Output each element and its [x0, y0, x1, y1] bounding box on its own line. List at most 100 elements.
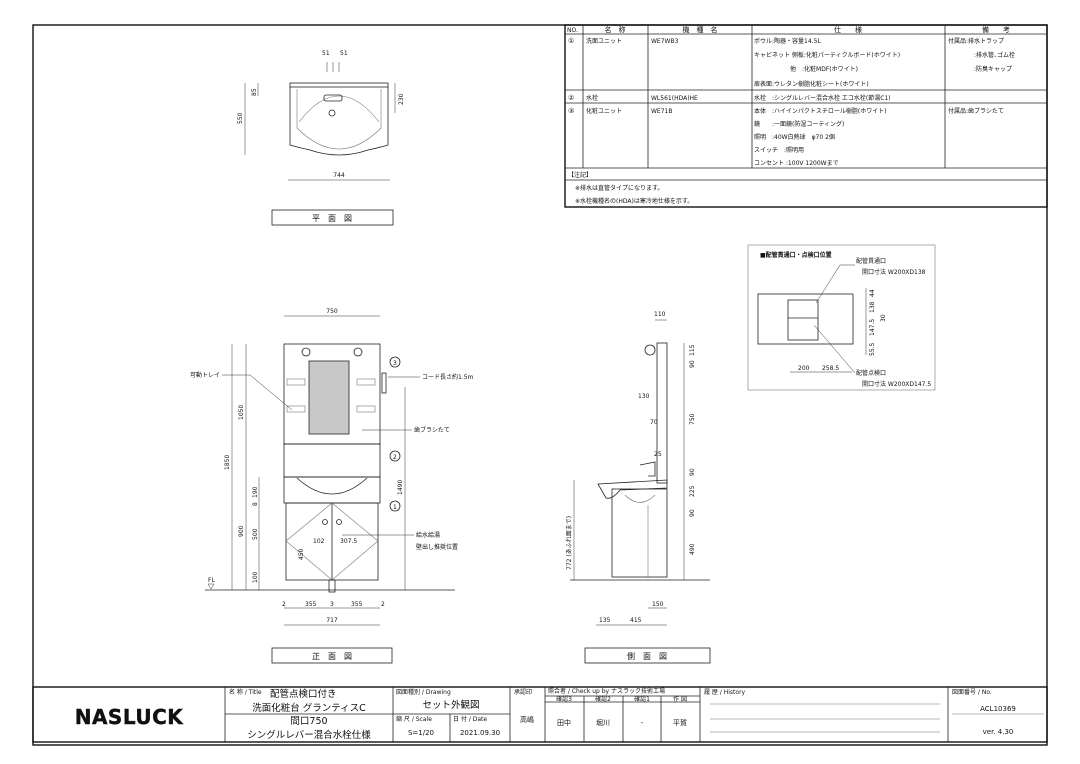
title-line: 間口750: [290, 716, 327, 727]
header-no: NO.: [567, 27, 578, 34]
callout-toothbrush: 歯ブラシたて: [414, 426, 450, 434]
remarks-title: 【注記】: [568, 171, 592, 179]
header-name: 名 称: [605, 25, 626, 34]
title-block: NASLUCK 名 称 / Title 配管点検口付き 洗面化粧台 グランティス…: [32, 686, 1048, 743]
pipe-detail: ■配管貫通口・点検口位置 配管貫通口 開口寸法 W200XD138 配管点検口 …: [747, 244, 936, 391]
dim-label: 1850: [224, 455, 231, 470]
row-name: 水栓: [586, 94, 598, 102]
sheet-border: [32, 24, 1048, 746]
dim-label: 500: [252, 528, 259, 540]
dim-label: 200: [798, 365, 810, 372]
dim-label: 150: [652, 601, 664, 608]
callout-supply: 壁出し推奨位置: [416, 543, 458, 551]
check-col: 確認3: [556, 695, 572, 703]
dim-label: 44: [869, 289, 876, 297]
front-view: 750 1850 1050 900 190 8 500 100 450 1490…: [190, 308, 474, 664]
row-spec: 本体 :ハイインパクトスチロール樹脂(ホワイト): [754, 107, 887, 115]
check-value: 平賀: [673, 718, 687, 727]
row-note: 付属品:排水トラップ: [948, 37, 1004, 45]
title-line: シングルレバー混合水栓仕様: [247, 729, 371, 741]
dim-label: 490: [689, 543, 696, 555]
dim-label: 307.5: [340, 538, 357, 545]
dim-label: 355: [351, 601, 363, 608]
drawing-no: ACL10369: [980, 705, 1016, 713]
dim-label: 30: [880, 314, 887, 322]
dim-label: 100: [252, 571, 259, 583]
dim-label: 2: [381, 601, 385, 608]
dim-label: 51: [340, 50, 348, 57]
row-name: 化粧ユニット: [586, 107, 622, 115]
row-model: WE7WB3: [651, 38, 679, 45]
row-model: WL561(HDA)HE: [651, 95, 698, 102]
check-label: 照合者 / Check up by ナスラック技術工場: [548, 687, 665, 695]
row-spec: キャビネット 側板:化粧パーティクルボード(ホワイト): [754, 51, 900, 59]
scale-label: 縮 尺 / Scale: [396, 715, 432, 723]
dim-label: 1050: [238, 405, 245, 420]
row-name: 洗面ユニット: [586, 37, 622, 45]
dim-label: 750: [326, 308, 338, 315]
inspect-label: 配管点検口: [856, 369, 886, 377]
row-spec: スイッチ :照明用: [754, 147, 804, 154]
approval-value: 高嶋: [520, 715, 534, 724]
dim-label: 772 (あふれ面まで): [566, 516, 573, 570]
drawing-type: セット外観図: [422, 699, 479, 711]
title-line: 配管点検口付き: [270, 688, 337, 700]
row-no: ②: [568, 94, 574, 102]
callout-tray: 可動トレイ: [190, 371, 220, 379]
row-spec: 扉表面:ウレタン樹脂化粧シート(ホワイト): [754, 80, 869, 88]
callout-number: 3: [393, 360, 397, 367]
dim-label: 355: [305, 601, 317, 608]
dim-label: 2: [282, 601, 286, 608]
date-label: 日 付 / Date: [453, 715, 487, 723]
dim-label: 3: [330, 601, 334, 608]
spec-table: NO. 名 称 機 種 名 仕 様 備 考 ① 洗面ユニット WE7WB3 ボウ…: [564, 24, 1048, 208]
dim-label: 90: [689, 468, 696, 476]
dim-label: 900: [238, 525, 245, 537]
plan-view-label: 平 面 図: [312, 214, 352, 223]
approval-label: 承認印: [514, 688, 532, 696]
row-no: ①: [568, 37, 574, 45]
row-note: :防臭キャップ: [974, 65, 1012, 73]
dim-label: 190: [252, 486, 259, 498]
dim-label: 415: [630, 617, 642, 624]
history-label: 履 歴 / History: [704, 689, 746, 696]
dim-label: 90: [689, 360, 696, 368]
row-spec: ボウル:陶器・容量14.5L: [754, 37, 821, 45]
row-no: ③: [568, 107, 574, 115]
dim-label: 258.5: [822, 365, 839, 372]
check-value: 田中: [557, 718, 571, 727]
date-value: 2021.09.30: [460, 729, 500, 737]
through-label: 配管貫通口: [856, 257, 886, 265]
check-value: 堀川: [596, 718, 610, 727]
dim-label: 750: [689, 413, 696, 425]
table-row: ③ 化粧ユニット WE71B 本体 :ハイインパクトスチロール樹脂(ホワイト) …: [568, 107, 1004, 167]
dim-label: 70: [650, 419, 658, 426]
row-spec: 鏡 :一面鏡(防湿コーティング): [754, 120, 844, 128]
check-col: 確認1: [634, 695, 650, 703]
dim-label: 102: [313, 538, 325, 545]
row-note: 付属品:歯ブラシたて: [948, 107, 1004, 115]
dim-label: 8: [252, 502, 259, 506]
callout-cord: コード長さ約1.5m: [422, 373, 474, 381]
table-row: ① 洗面ユニット WE7WB3 ボウル:陶器・容量14.5L キャビネット 側板…: [568, 37, 1015, 88]
dim-label: 130: [638, 393, 650, 400]
dim-label: 90: [689, 509, 696, 517]
check-col: 確認2: [595, 695, 611, 703]
dim-label: 138: [869, 301, 876, 313]
check-value: -: [641, 719, 644, 727]
header-notes: 備 考: [982, 25, 1010, 34]
front-view-label: 正 面 図: [312, 652, 352, 661]
dim-label: 51: [322, 50, 330, 57]
title-label: 名 称 / Title: [229, 688, 262, 696]
remark: ※排水は直管タイプになります。: [575, 184, 663, 192]
drawing-label: 図面種別 / Drawing: [396, 688, 451, 696]
dim-label: 450: [298, 548, 305, 560]
callout-supply: 給水給湯: [416, 531, 440, 539]
dim-label: 230: [398, 93, 405, 105]
row-note: :排水管､ゴム栓: [974, 51, 1015, 59]
side-view: 110 115 90 130 70 750 25 90 225 90 490 7…: [566, 311, 711, 664]
title-line: 洗面化粧台 グランティスC: [252, 702, 366, 714]
scale-value: S=1/20: [408, 729, 434, 737]
dim-label: 717: [326, 617, 338, 624]
